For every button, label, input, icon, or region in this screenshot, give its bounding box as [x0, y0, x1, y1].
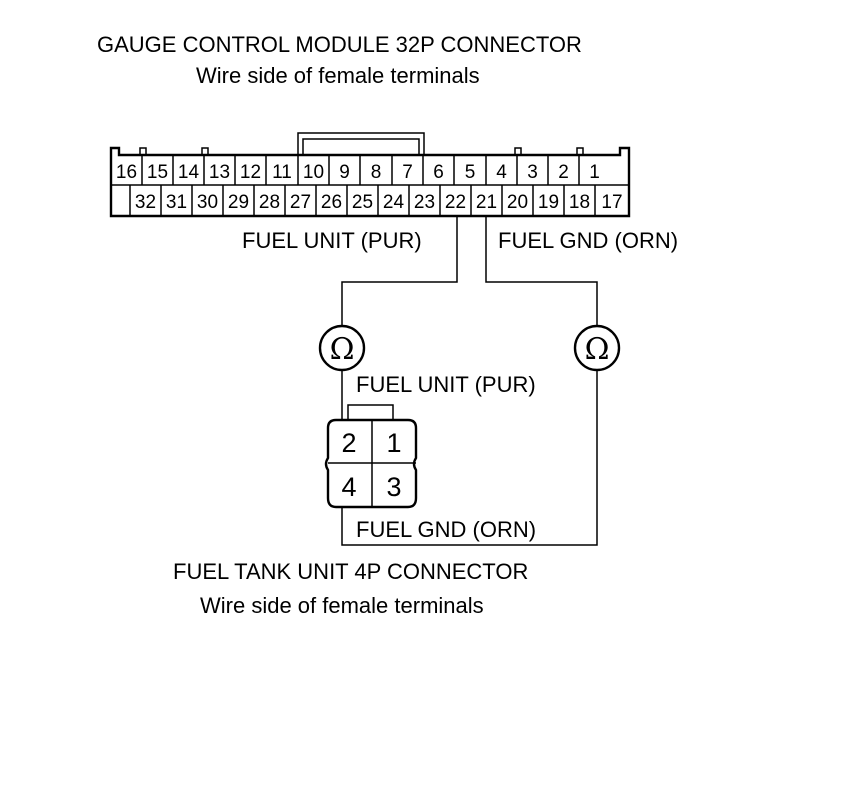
terminal-8: 8 — [371, 162, 382, 183]
fuel-tank-connector-subtitle: Wire side of female terminals — [200, 593, 484, 618]
terminal-9: 9 — [339, 162, 350, 183]
terminal-10: 10 — [303, 162, 324, 183]
pin-2: 2 — [341, 428, 356, 458]
terminal-20: 20 — [507, 192, 528, 213]
terminal-18: 18 — [569, 192, 590, 213]
terminal-5: 5 — [465, 162, 476, 183]
terminal-30: 30 — [197, 192, 218, 213]
terminal-1: 1 — [589, 162, 600, 183]
terminal-13: 13 — [209, 162, 230, 183]
fuel-tank-connector-title: FUEL TANK UNIT 4P CONNECTOR — [173, 559, 528, 584]
terminal-24: 24 — [383, 192, 405, 213]
terminal-21: 21 — [476, 192, 497, 213]
fuel-tank-connector-4p: 2 1 4 3 — [324, 404, 418, 509]
terminal-23: 23 — [414, 192, 435, 213]
terminal-16: 16 — [116, 162, 137, 183]
pin-3: 3 — [386, 472, 401, 502]
ohmmeter-icon: Ω — [585, 332, 610, 367]
gauge-connector-title: GAUGE CONTROL MODULE 32P CONNECTOR — [97, 32, 582, 57]
terminal-22: 22 — [445, 192, 466, 213]
terminal-28: 28 — [259, 192, 280, 213]
wiring — [341, 216, 598, 546]
pin-4: 4 — [341, 472, 356, 502]
fuel-unit-wire-label: FUEL UNIT (PUR) — [242, 228, 422, 253]
ohmmeter-icon: Ω — [330, 332, 355, 367]
terminal-2: 2 — [558, 162, 569, 183]
ohmmeter-right: Ω — [573, 324, 621, 372]
terminal-26: 26 — [321, 192, 342, 213]
terminal-11: 11 — [272, 162, 292, 183]
gauge-connector-subtitle: Wire side of female terminals — [196, 63, 480, 88]
terminal-15: 15 — [147, 162, 168, 183]
fuel-gnd-wire-label: FUEL GND (ORN) — [498, 228, 678, 253]
terminal-27: 27 — [290, 192, 311, 213]
terminal-25: 25 — [352, 192, 373, 213]
terminal-14: 14 — [178, 162, 200, 183]
terminal-29: 29 — [228, 192, 249, 213]
terminal-17: 17 — [601, 192, 622, 213]
terminal-31: 31 — [166, 192, 187, 213]
fuel-unit-lower-label: FUEL UNIT (PUR) — [356, 372, 536, 397]
fuel-gnd-lower-label: FUEL GND (ORN) — [356, 517, 536, 542]
pin-1: 1 — [386, 428, 401, 458]
ohmmeter-left: Ω — [318, 324, 366, 372]
terminal-12: 12 — [240, 162, 261, 183]
terminal-3: 3 — [527, 162, 538, 183]
terminal-6: 6 — [433, 162, 444, 183]
terminal-7: 7 — [402, 162, 413, 183]
terminal-19: 19 — [538, 192, 559, 213]
terminal-4: 4 — [496, 162, 507, 183]
terminal-32: 32 — [135, 192, 156, 213]
